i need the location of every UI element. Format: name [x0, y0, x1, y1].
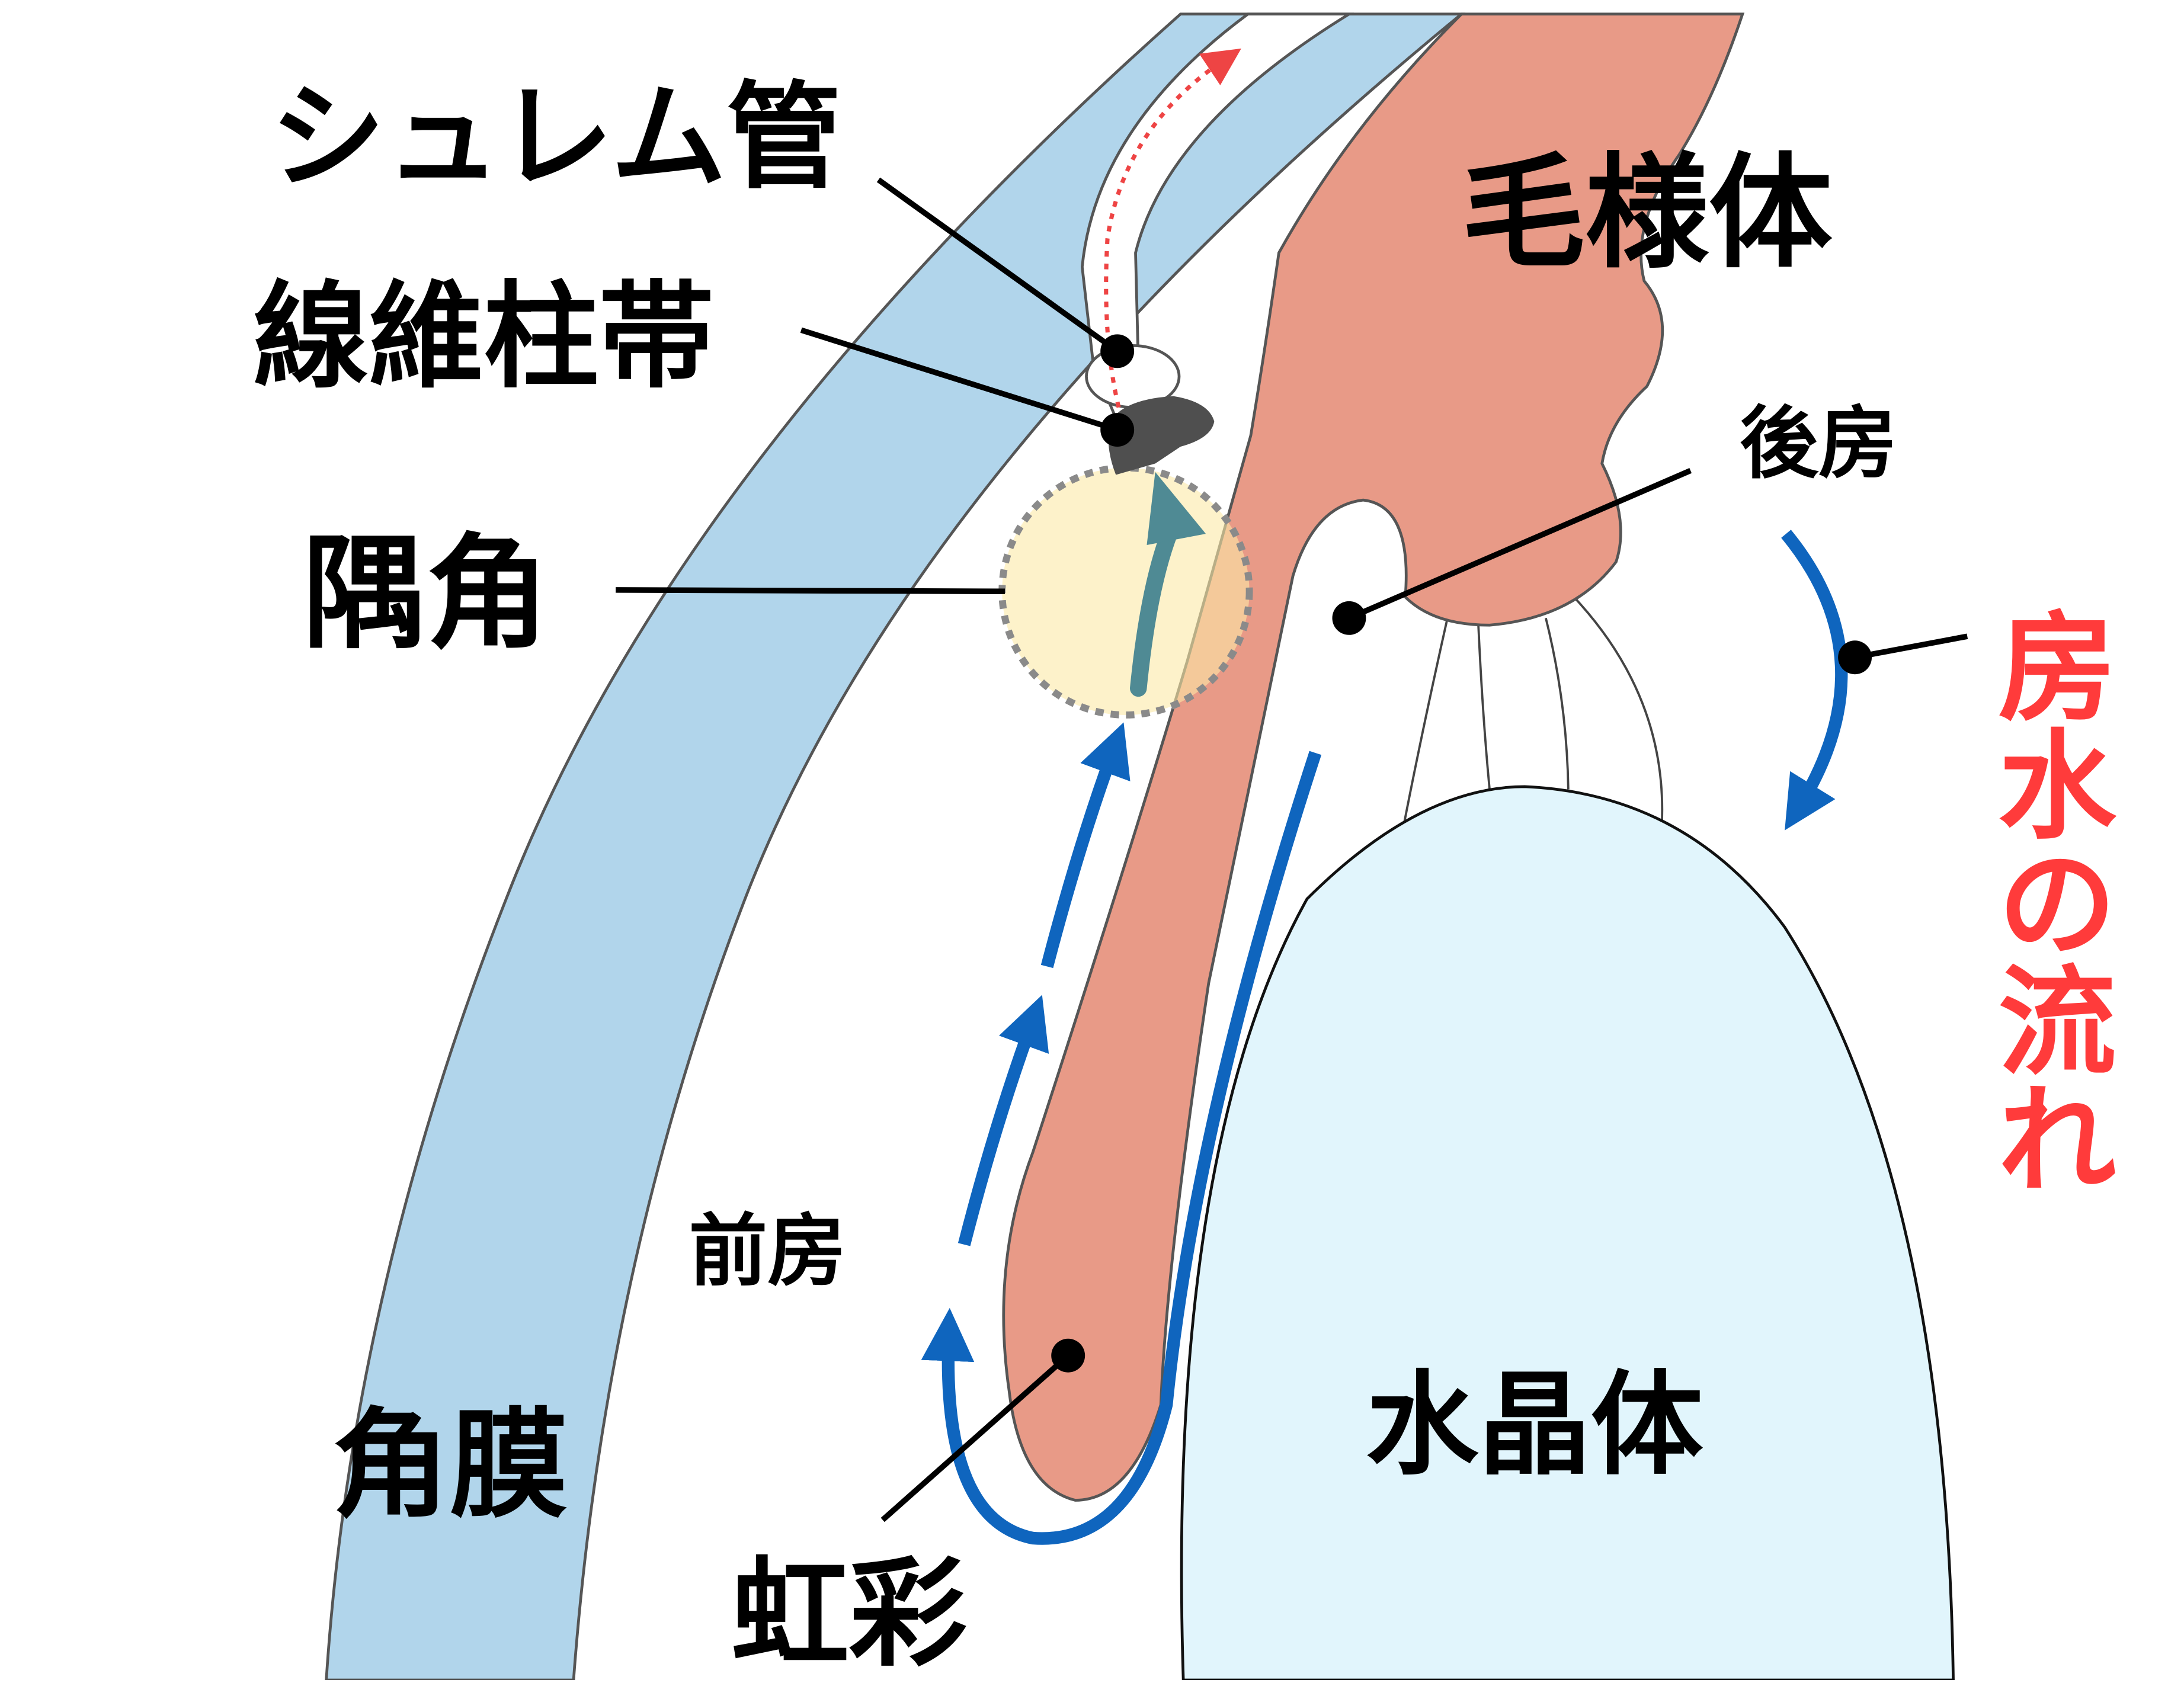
flow-dot	[1838, 640, 1872, 675]
leader-lines	[616, 177, 1968, 1522]
label-angle: 隅角	[302, 522, 549, 666]
cornea-band	[325, 12, 1466, 1682]
label-trabecular-meshwork: 線維柱帯	[253, 270, 714, 403]
flow-title-char-4: 流	[1998, 954, 2116, 1091]
label-anterior-chamber: 前房	[688, 1206, 846, 1297]
lens	[1180, 785, 1955, 1682]
leader-dots	[1051, 334, 1872, 1373]
label-cornea: 角膜	[332, 1396, 568, 1534]
label-aqueous-flow-vertical: 房 水 の 流 れ	[1998, 600, 2116, 1209]
angle-drain-arrow-head	[1147, 472, 1206, 546]
posterior-chamber-dot	[1332, 601, 1366, 635]
label-posterior-chamber: 後房	[1740, 398, 1897, 489]
flow-title-char-3: の	[1998, 836, 2116, 973]
iris-dot	[1051, 1338, 1085, 1373]
flow-title-char-2: 水	[1998, 718, 2116, 855]
angle-circle	[998, 464, 1253, 719]
trabecular-dot	[1100, 413, 1135, 447]
zonule-fibers	[1401, 596, 1664, 838]
label-schlemm-canal: シュレム管	[270, 70, 841, 204]
flow-title-char-5: れ	[1998, 1072, 2116, 1209]
label-iris: 虹彩	[731, 1545, 967, 1680]
ciliary-body-and-iris	[1002, 12, 1745, 1502]
aqueous-flow-arrows	[921, 530, 1848, 1545]
trabecular-meshwork	[1108, 396, 1215, 475]
label-ciliary-body: 毛様体	[1462, 142, 1833, 286]
flow-title-char-1: 房	[1998, 600, 2116, 737]
label-lens: 水晶体	[1366, 1360, 1703, 1490]
schlemm-dot	[1100, 334, 1135, 368]
